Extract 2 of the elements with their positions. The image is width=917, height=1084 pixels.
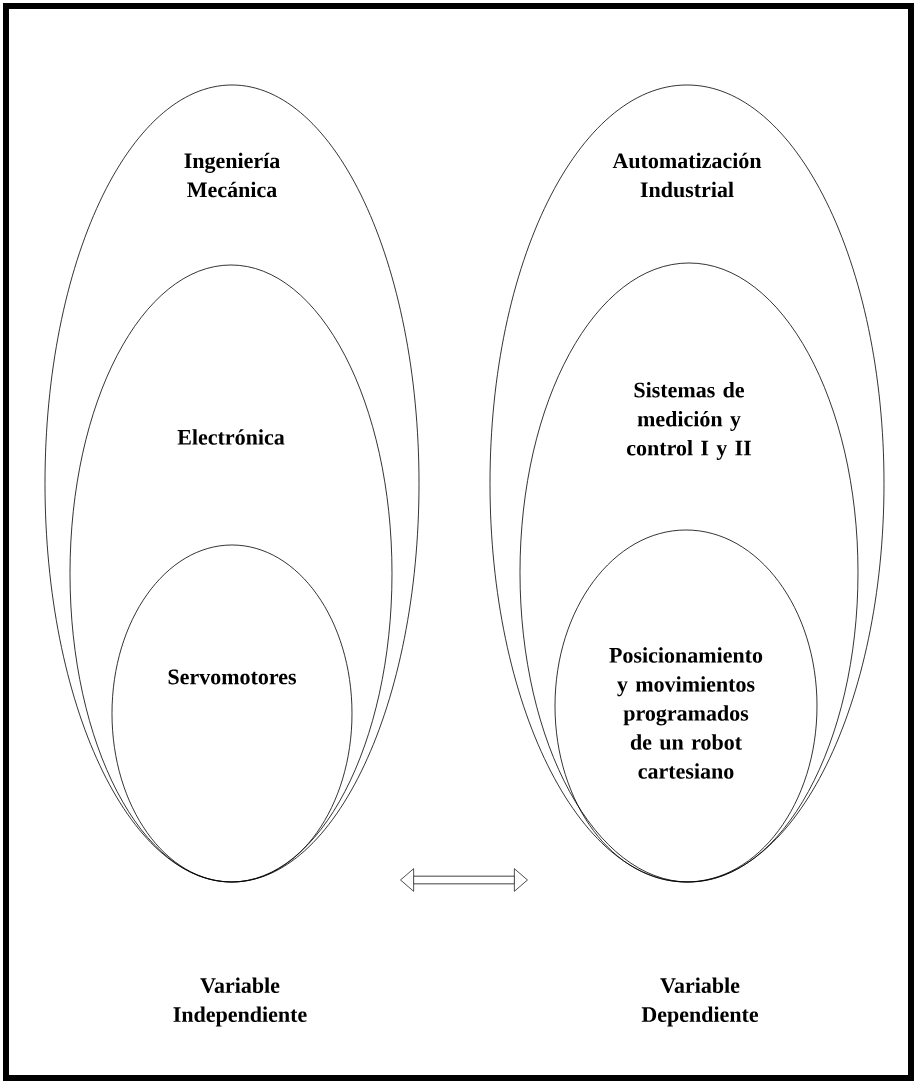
caption: Variable Independiente (173, 977, 307, 1027)
caption: Variable Dependiente (641, 977, 759, 1027)
